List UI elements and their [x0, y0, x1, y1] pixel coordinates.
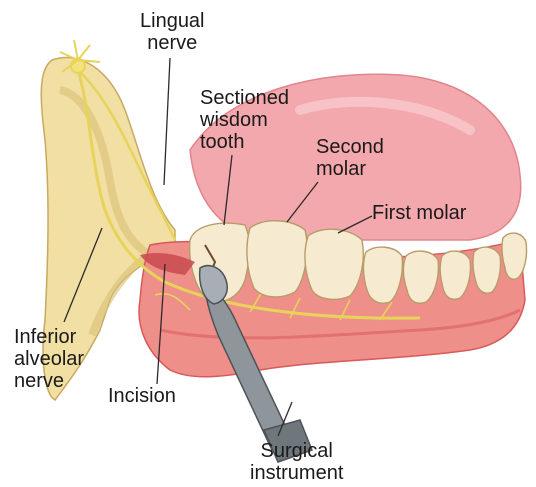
label-first-molar: First molar	[372, 202, 466, 224]
label-sectioned-wisdom-tooth: Sectioned wisdom tooth	[200, 87, 289, 153]
label-second-molar: Second molar	[316, 136, 384, 180]
label-incision: Incision	[108, 385, 176, 407]
label-lingual-nerve: Lingual nerve	[140, 10, 205, 54]
first-molar	[305, 229, 363, 299]
label-surgical-instrument: Surgical instrument	[250, 440, 343, 484]
second-molar	[247, 221, 307, 297]
label-inferior-alveolar-nerve: Inferior alveolar nerve	[14, 326, 84, 392]
leader-lingual-nerve	[164, 58, 170, 185]
